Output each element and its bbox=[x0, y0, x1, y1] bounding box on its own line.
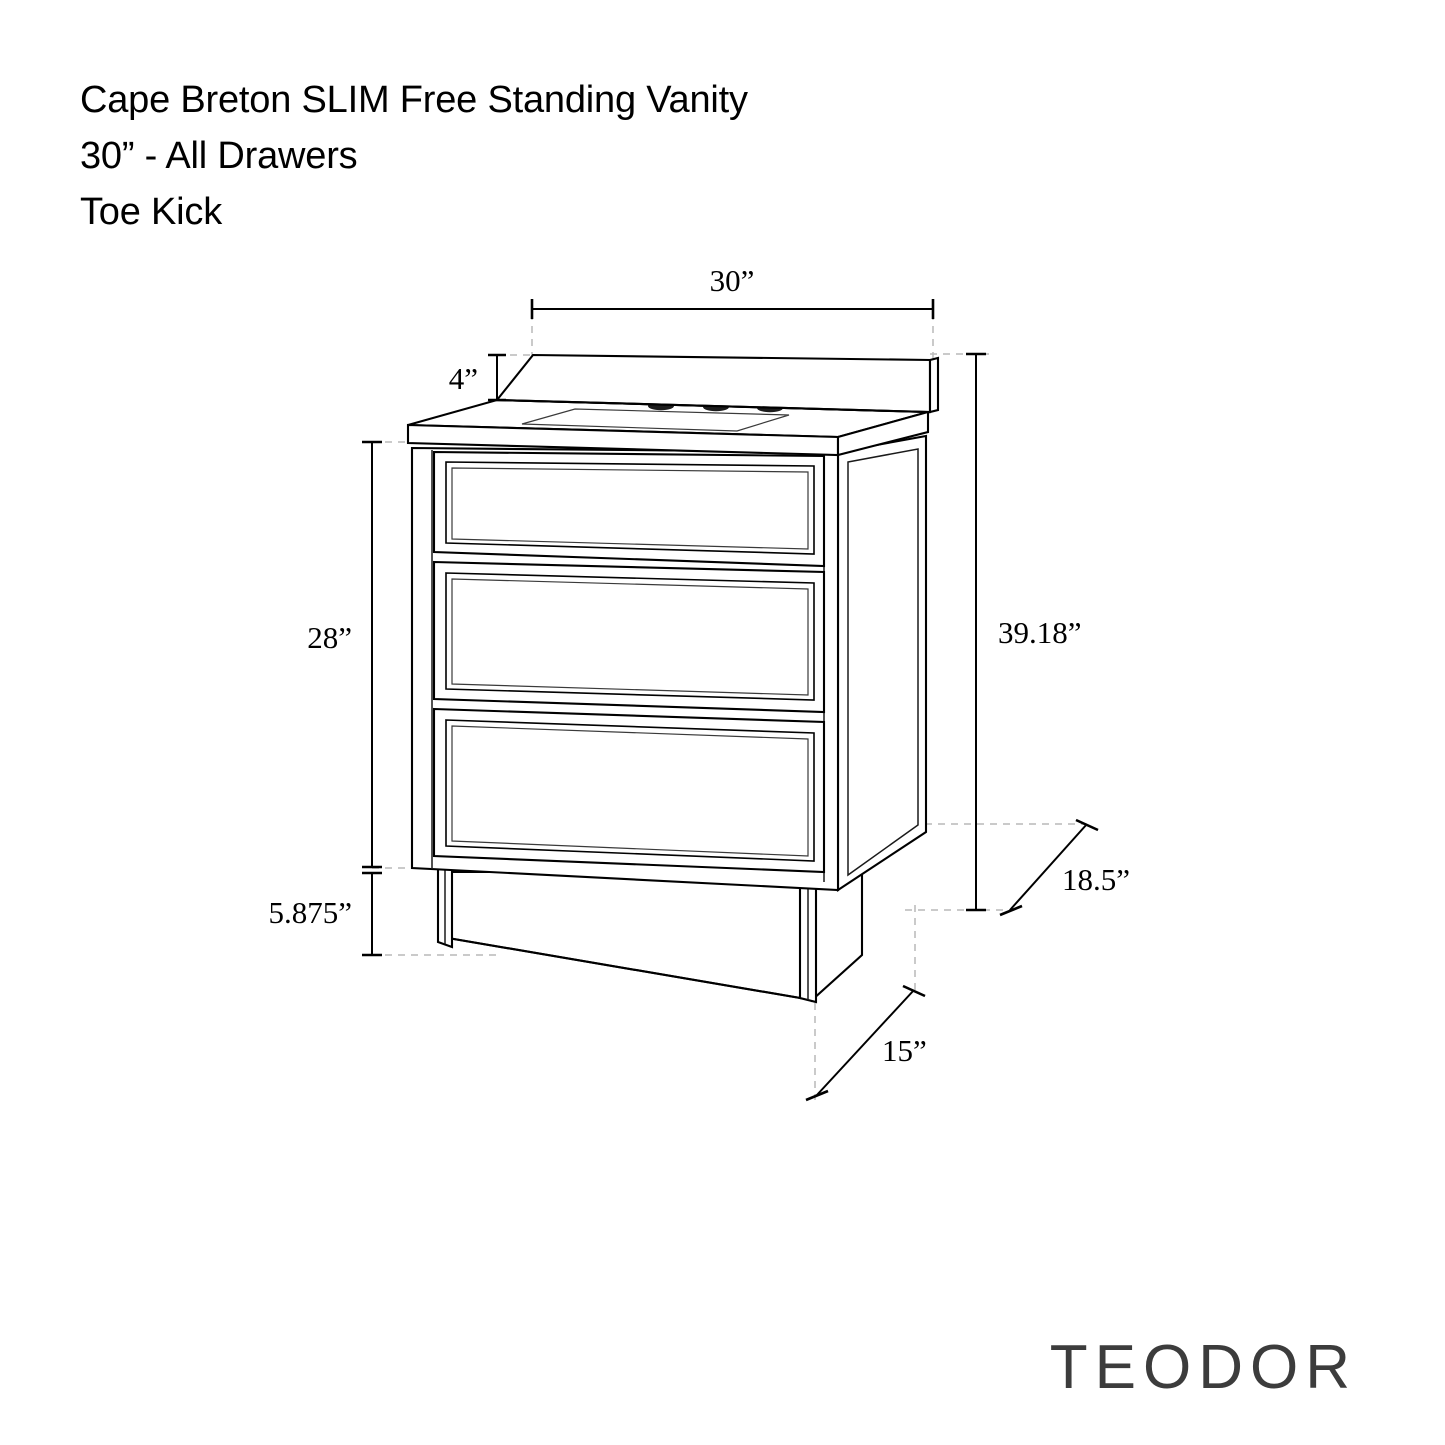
dimension-counter-depth: 18.5” bbox=[999, 818, 1130, 917]
dimension-width: 30” bbox=[530, 263, 935, 319]
dimension-cabinet-height: 28” bbox=[307, 440, 382, 869]
left-leg bbox=[436, 866, 454, 949]
dimension-cabinet-height-label: 28” bbox=[307, 620, 352, 655]
dimension-toe-kick-depth: 15” bbox=[805, 984, 927, 1102]
drawer-front-middle[interactable] bbox=[432, 560, 826, 714]
dimension-toe-kick-depth-label: 15” bbox=[882, 1033, 927, 1068]
dimension-counter-depth-label: 18.5” bbox=[1062, 862, 1130, 897]
drawer-front-top[interactable] bbox=[432, 450, 826, 568]
cabinet-side-panel bbox=[836, 434, 928, 892]
title-block: Cape Breton SLIM Free Standing Vanity 30… bbox=[80, 72, 980, 241]
right-leg bbox=[798, 870, 818, 1004]
sink-basin-outline bbox=[521, 408, 790, 432]
product-title-line-2: 30” - All Drawers bbox=[80, 135, 358, 178]
brand-logo: TEODOR bbox=[1049, 1333, 1357, 1402]
dimension-toe-kick-height-label: 5.875” bbox=[268, 895, 352, 930]
dimension-width-label: 30” bbox=[710, 263, 755, 298]
dimension-overall-height: 39.18” bbox=[966, 352, 1082, 912]
dimension-overall-height-label: 39.18” bbox=[998, 615, 1082, 650]
drawer-front-bottom[interactable] bbox=[432, 707, 826, 874]
dimension-toe-kick-height: 5.875” bbox=[268, 871, 382, 957]
dimension-backsplash-height-label: 4” bbox=[449, 361, 478, 396]
backsplash bbox=[494, 353, 940, 414]
product-title-line-1: Cape Breton SLIM Free Standing Vanity bbox=[80, 79, 748, 121]
dimension-backsplash-height: 4” bbox=[449, 353, 506, 402]
product-title-line-3: Toe Kick bbox=[80, 191, 223, 234]
